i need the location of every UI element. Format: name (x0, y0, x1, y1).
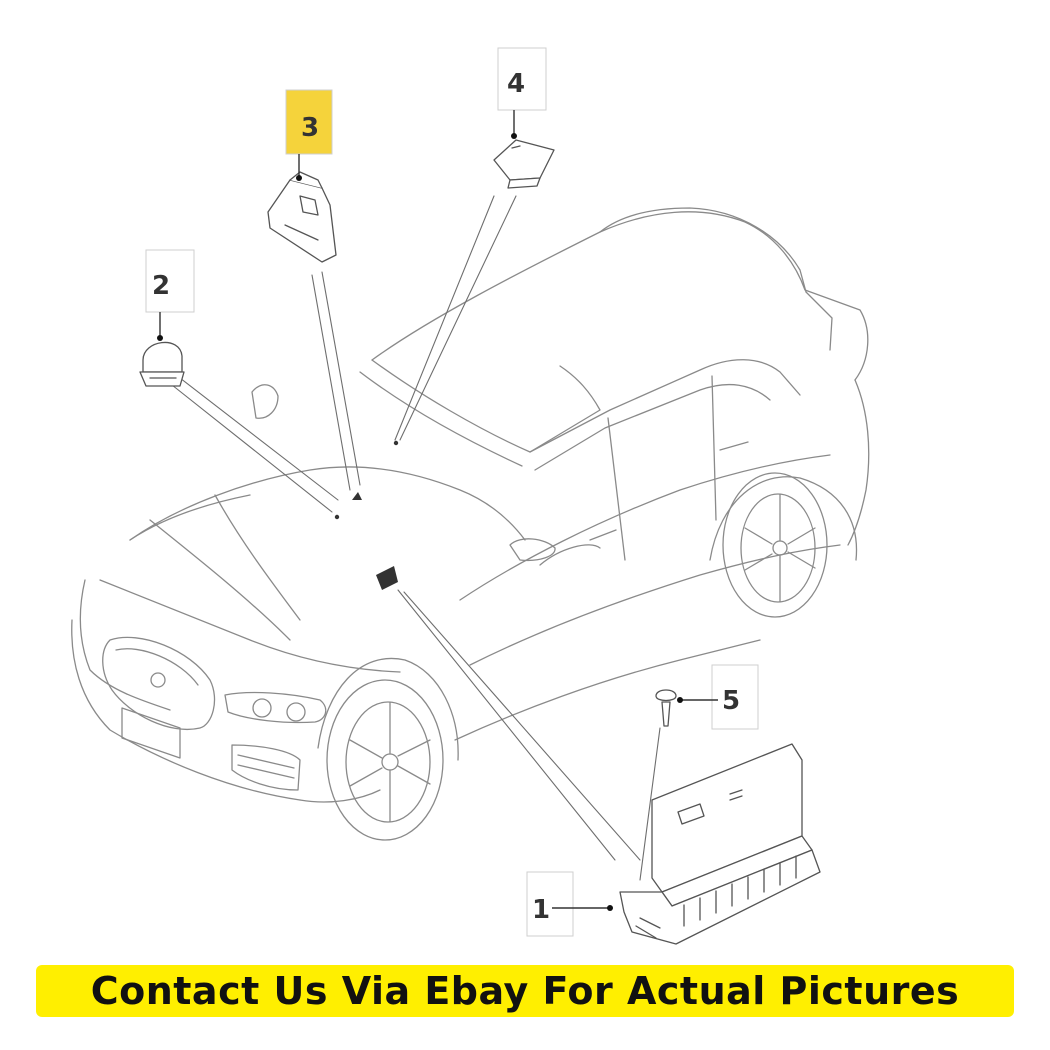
contact-banner: Contact Us Via Ebay For Actual Pictures (36, 965, 1014, 1017)
vehicle-outline (71, 207, 870, 841)
mounting-points (334, 440, 399, 590)
part-2-sensor (139, 341, 185, 387)
callout-label-3: 3 (301, 113, 319, 143)
part-1-control-module (619, 743, 821, 945)
part-5-fastener (655, 689, 677, 727)
part-4-module (493, 139, 555, 189)
callout-label-4: 4 (507, 69, 525, 99)
callout-boxes: 3 4 2 5 1 (145, 47, 759, 937)
callout-label-2: 2 (152, 271, 170, 301)
part-3-sensor (267, 171, 337, 263)
leader-lines (171, 195, 661, 881)
callout-label-1: 1 (532, 895, 550, 925)
callout-box-3-highlight (286, 90, 332, 154)
callout-label-5: 5 (722, 686, 740, 716)
contact-banner-text: Contact Us Via Ebay For Actual Pictures (90, 969, 960, 1013)
